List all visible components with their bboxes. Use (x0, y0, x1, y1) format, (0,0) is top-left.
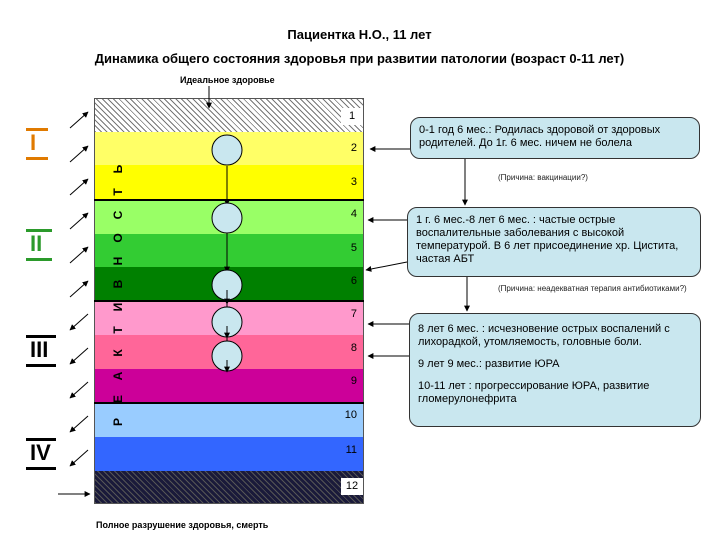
level-number-6: 6 (350, 275, 357, 287)
stage-box-1: 0-1 год 6 мес.: Родилась здоровой от здо… (410, 117, 700, 159)
level-number-4: 4 (350, 208, 357, 220)
diag-arrow-down (69, 449, 89, 467)
group-roman-2: II (30, 231, 43, 256)
diag-arrow-down (69, 381, 89, 399)
stage-text-2: 1 г. 6 мес.-8 лет 6 мес. : частые острые… (416, 214, 679, 265)
state-circle (211, 134, 243, 166)
group-roman-1: I (30, 130, 37, 155)
group-label-2: II (26, 229, 52, 261)
level-number-9: 9 (350, 375, 357, 387)
level-band-9: 9 (95, 369, 363, 404)
group-separator-3 (94, 402, 364, 404)
stage-text-3b: 9 лет 9 мес.: развитие ЮРА (418, 358, 560, 370)
group-bar-top (26, 229, 52, 232)
left-arrows-down (69, 313, 89, 467)
stage-box-2: 1 г. 6 мес.-8 лет 6 мес. : частые острые… (407, 207, 701, 277)
diag-arrow-down (69, 313, 89, 331)
level-band-3: 3 (95, 165, 363, 201)
stage-text-3c: 10-11 лет : прогрессирование ЮРА, развит… (418, 380, 650, 405)
cause-note-2: (Причина: неадекватная терапия антибиоти… (498, 284, 687, 293)
state-circle (211, 202, 243, 234)
level-number-5: 5 (350, 242, 357, 254)
ideal-health-label: Идеальное здоровье (180, 75, 275, 85)
group-label-3: III (26, 335, 56, 367)
stage-text-1: 0-1 год 6 мес.: Родилась здоровой от здо… (419, 124, 661, 149)
group-bar-bottom (26, 258, 52, 261)
level-band-5: 5 (95, 234, 363, 267)
level-number-7: 7 (350, 308, 357, 320)
level-number-12: 12 (341, 478, 363, 495)
diag-arrow-up (69, 246, 89, 264)
level-number-11: 11 (345, 444, 357, 456)
left-arrows-up (69, 111, 89, 298)
diag-arrow-up (69, 178, 89, 196)
total-destruction-label: Полное разрушение здоровья, смерть (96, 520, 269, 530)
level-number-1: 1 (341, 108, 363, 125)
group-bar-top (26, 128, 48, 131)
group-bar-bottom (26, 157, 48, 160)
cause-note-1: (Причина: вакцинации?) (498, 173, 588, 182)
group-bar-top (26, 335, 56, 338)
level-number-3: 3 (350, 176, 357, 188)
diag-arrow-up (69, 111, 89, 129)
box-to-level-arrow (365, 261, 408, 272)
stage-box-3: 8 лет 6 мес. : исчезновение острых воспа… (409, 313, 701, 427)
group-bar-bottom (26, 364, 56, 367)
page-title: Пациентка Н.О., 11 лет (287, 27, 432, 42)
level-number-2: 2 (350, 142, 357, 154)
level-band-10: 10 (95, 404, 363, 437)
group-roman-4: IV (30, 440, 51, 465)
level-band-12: 12 (95, 471, 363, 503)
level-band-11: 11 (95, 437, 363, 471)
group-label-1: I (26, 128, 48, 160)
stage-text-3a: 8 лет 6 мес. : исчезновение острых воспа… (418, 323, 670, 348)
group-bar-top (26, 438, 56, 441)
diag-arrow-up (69, 145, 89, 163)
health-scale: 1 2 3 4 5 6 7 8 9 10 11 12 (94, 98, 364, 504)
diag-arrow-up (69, 280, 89, 298)
diag-arrow-down (69, 415, 89, 433)
level-band-1: 1 (95, 99, 363, 132)
group-label-4: IV (26, 438, 56, 470)
diag-arrow-up (69, 212, 89, 230)
group-roman-3: III (30, 337, 49, 362)
page-subtitle: Динамика общего состояния здоровья при р… (94, 51, 625, 66)
level-number-8: 8 (350, 342, 357, 354)
group-bar-bottom (26, 467, 56, 470)
level-number-10: 10 (344, 409, 357, 421)
diag-arrow-down (69, 347, 89, 365)
